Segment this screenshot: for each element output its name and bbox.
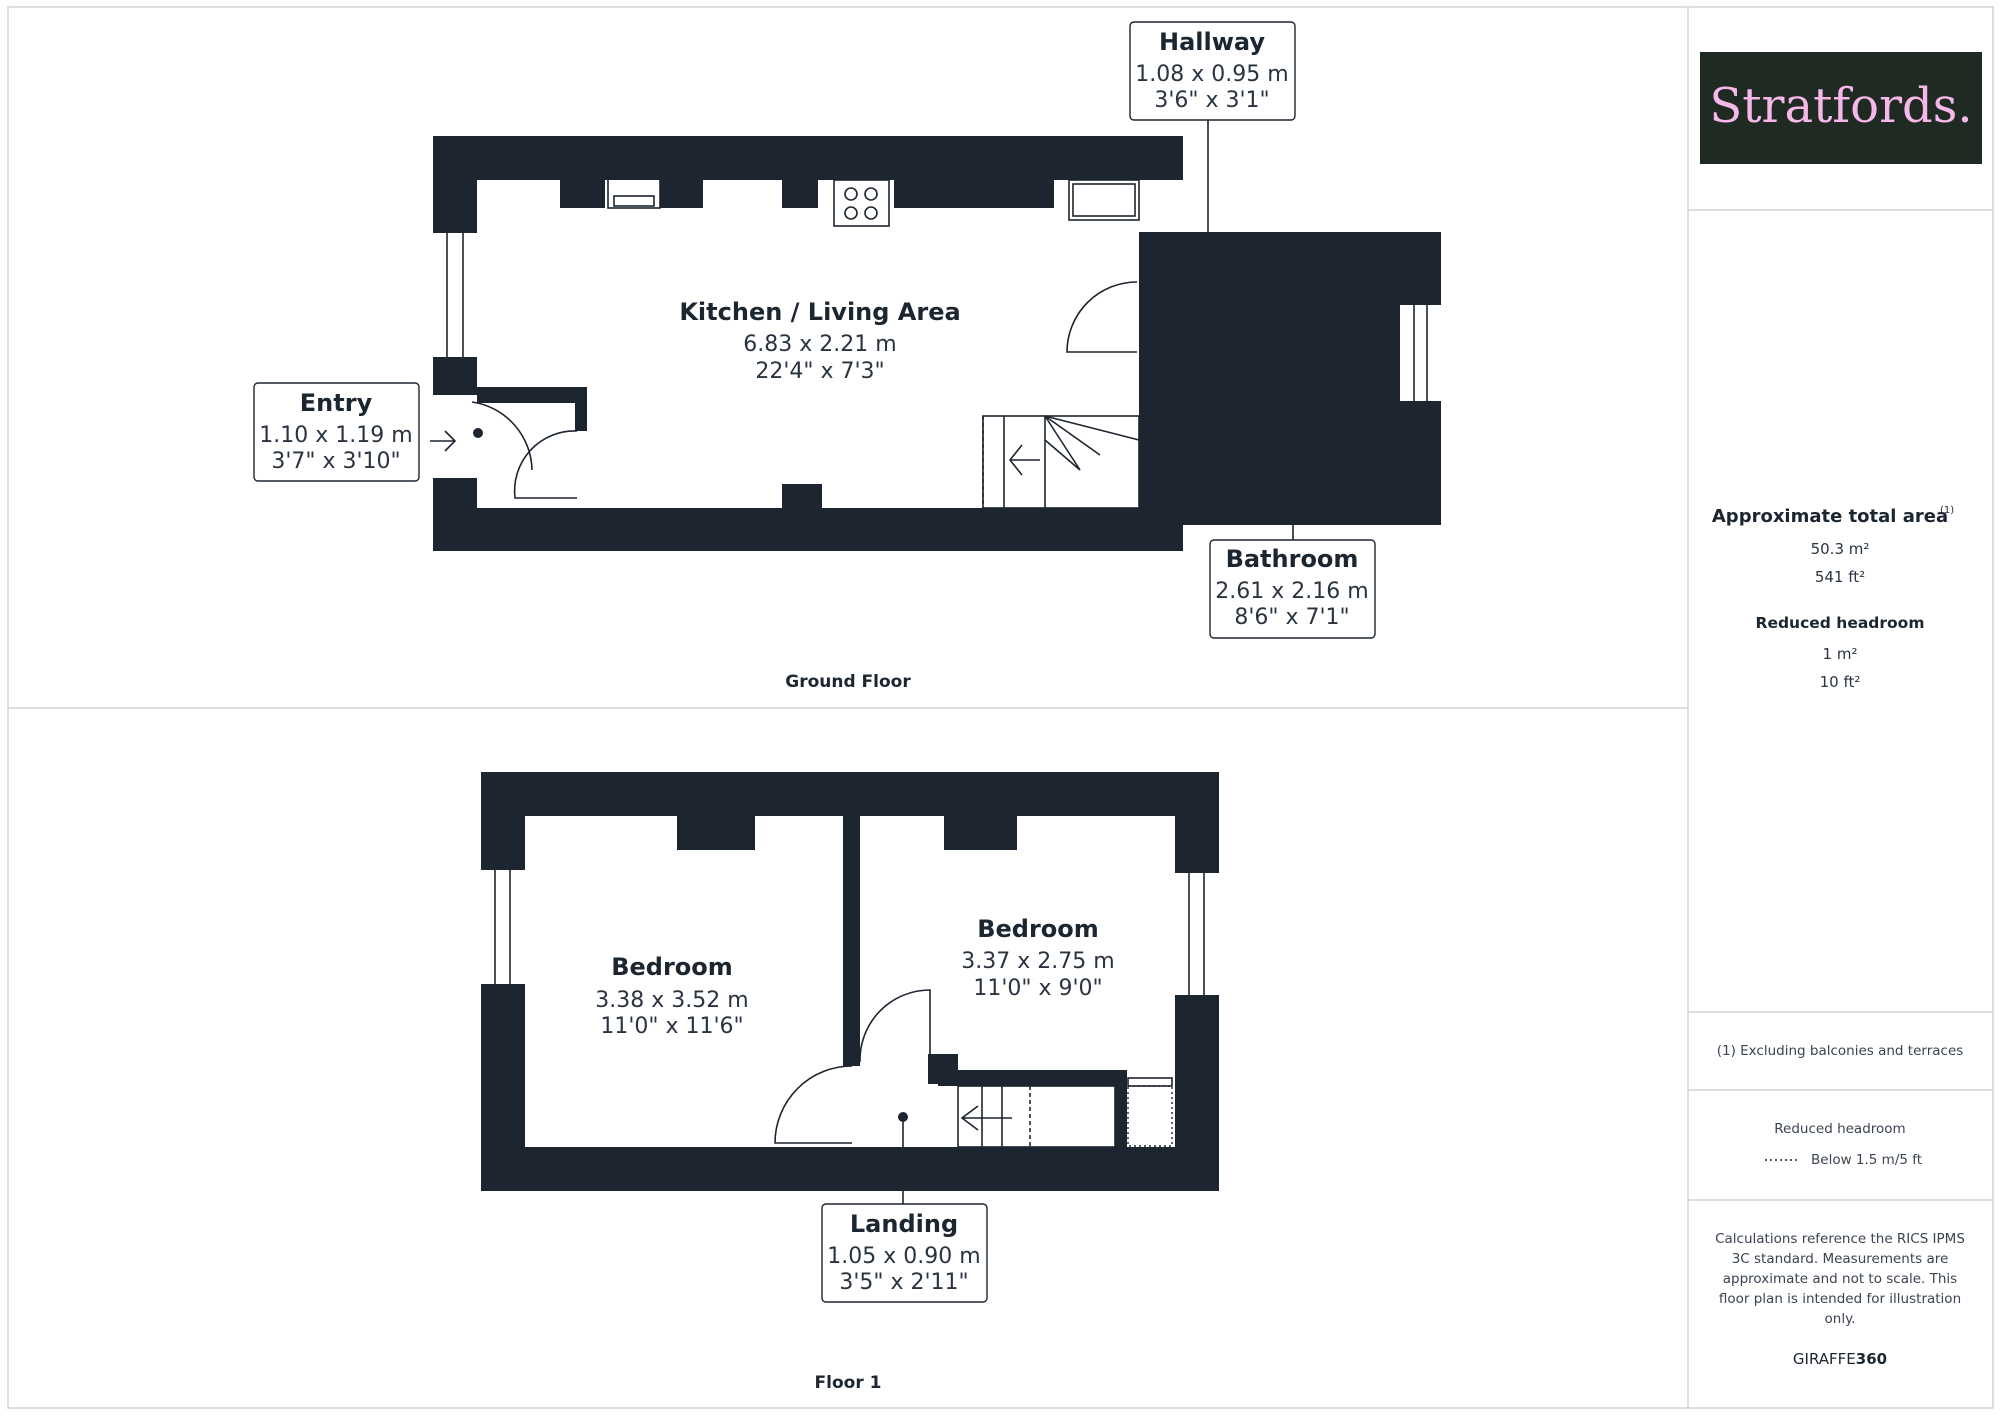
disclaimer-line-3: approximate and not to scale. This bbox=[1723, 1271, 1957, 1287]
ground-floor-walls bbox=[433, 136, 1441, 551]
disclaimer-line-2: 3C standard. Measurements are bbox=[1732, 1251, 1949, 1267]
first-floor-plan bbox=[481, 772, 1219, 1303]
giraffe360-logo: GIRAFFE360 bbox=[1793, 1350, 1887, 1368]
total-area-title: Approximate total area bbox=[1712, 506, 1948, 527]
kitchen-imperial: 22'4" x 7'3" bbox=[755, 359, 884, 384]
hallway-label-box bbox=[1129, 21, 1296, 121]
legend-title: Reduced headroom bbox=[1774, 1121, 1905, 1137]
disclaimer-line-4: floor plan is intended for illustration bbox=[1719, 1291, 1961, 1307]
entry-metric: 1.10 x 1.19 m bbox=[259, 423, 412, 448]
reduced-headroom-ft2: 10 ft² bbox=[1820, 673, 1861, 691]
bathroom-imperial: 8'6" x 7'1" bbox=[1234, 605, 1349, 630]
hallway-imperial: 3'6" x 3'1" bbox=[1154, 88, 1269, 113]
entry-label-box bbox=[253, 382, 420, 482]
giraffe-number: 360 bbox=[1856, 1350, 1887, 1368]
total-area-superscript: (1) bbox=[1940, 505, 1954, 516]
disclaimer-line-5: only. bbox=[1825, 1311, 1856, 1327]
kitchen-name: Kitchen / Living Area bbox=[679, 298, 960, 326]
bedroom1-name: Bedroom bbox=[611, 953, 733, 981]
reduced-headroom-title: Reduced headroom bbox=[1756, 614, 1925, 632]
bathroom-metric: 2.61 x 2.16 m bbox=[1215, 579, 1368, 604]
bathroom-name: Bathroom bbox=[1226, 545, 1359, 573]
landing-imperial: 3'5" x 2'11" bbox=[839, 1270, 968, 1295]
total-area-m2: 50.3 m² bbox=[1811, 540, 1870, 558]
floor1-label: Floor 1 bbox=[815, 1373, 882, 1393]
landing-name: Landing bbox=[850, 1210, 958, 1238]
brand-logo bbox=[1700, 52, 1982, 164]
bedroom2-name: Bedroom bbox=[977, 915, 1099, 943]
reduced-headroom-m2: 1 m² bbox=[1823, 645, 1858, 663]
bedroom1-metric: 3.38 x 3.52 m bbox=[595, 988, 748, 1013]
brand-logo-text: Stratfords. bbox=[1709, 78, 1972, 134]
hallway-metric: 1.08 x 0.95 m bbox=[1135, 62, 1288, 87]
footnote: (1) Excluding balconies and terraces bbox=[1717, 1043, 1964, 1059]
legend-item: Below 1.5 m/5 ft bbox=[1811, 1152, 1922, 1168]
giraffe-text: GIRAFFE bbox=[1793, 1350, 1856, 1368]
bedroom1-imperial: 11'0" x 11'6" bbox=[600, 1014, 743, 1039]
bedroom2-metric: 3.37 x 2.75 m bbox=[961, 949, 1114, 974]
entry-imperial: 3'7" x 3'10" bbox=[271, 449, 400, 474]
ground-floor-label: Ground Floor bbox=[785, 672, 911, 692]
landing-metric: 1.05 x 0.90 m bbox=[827, 1244, 980, 1269]
bathroom-label-box bbox=[1209, 539, 1376, 639]
hallway-name: Hallway bbox=[1159, 28, 1265, 56]
disclaimer-line-1: Calculations reference the RICS IPMS bbox=[1715, 1231, 1965, 1247]
entry-name: Entry bbox=[300, 389, 373, 417]
kitchen-metric: 6.83 x 2.21 m bbox=[743, 332, 896, 357]
bedroom2-imperial: 11'0" x 9'0" bbox=[973, 976, 1102, 1001]
landing-label-box bbox=[821, 1203, 988, 1303]
first-floor-walls bbox=[481, 772, 1219, 1191]
total-area-ft2: 541 ft² bbox=[1815, 568, 1865, 586]
ground-floor-plan bbox=[253, 21, 1441, 639]
